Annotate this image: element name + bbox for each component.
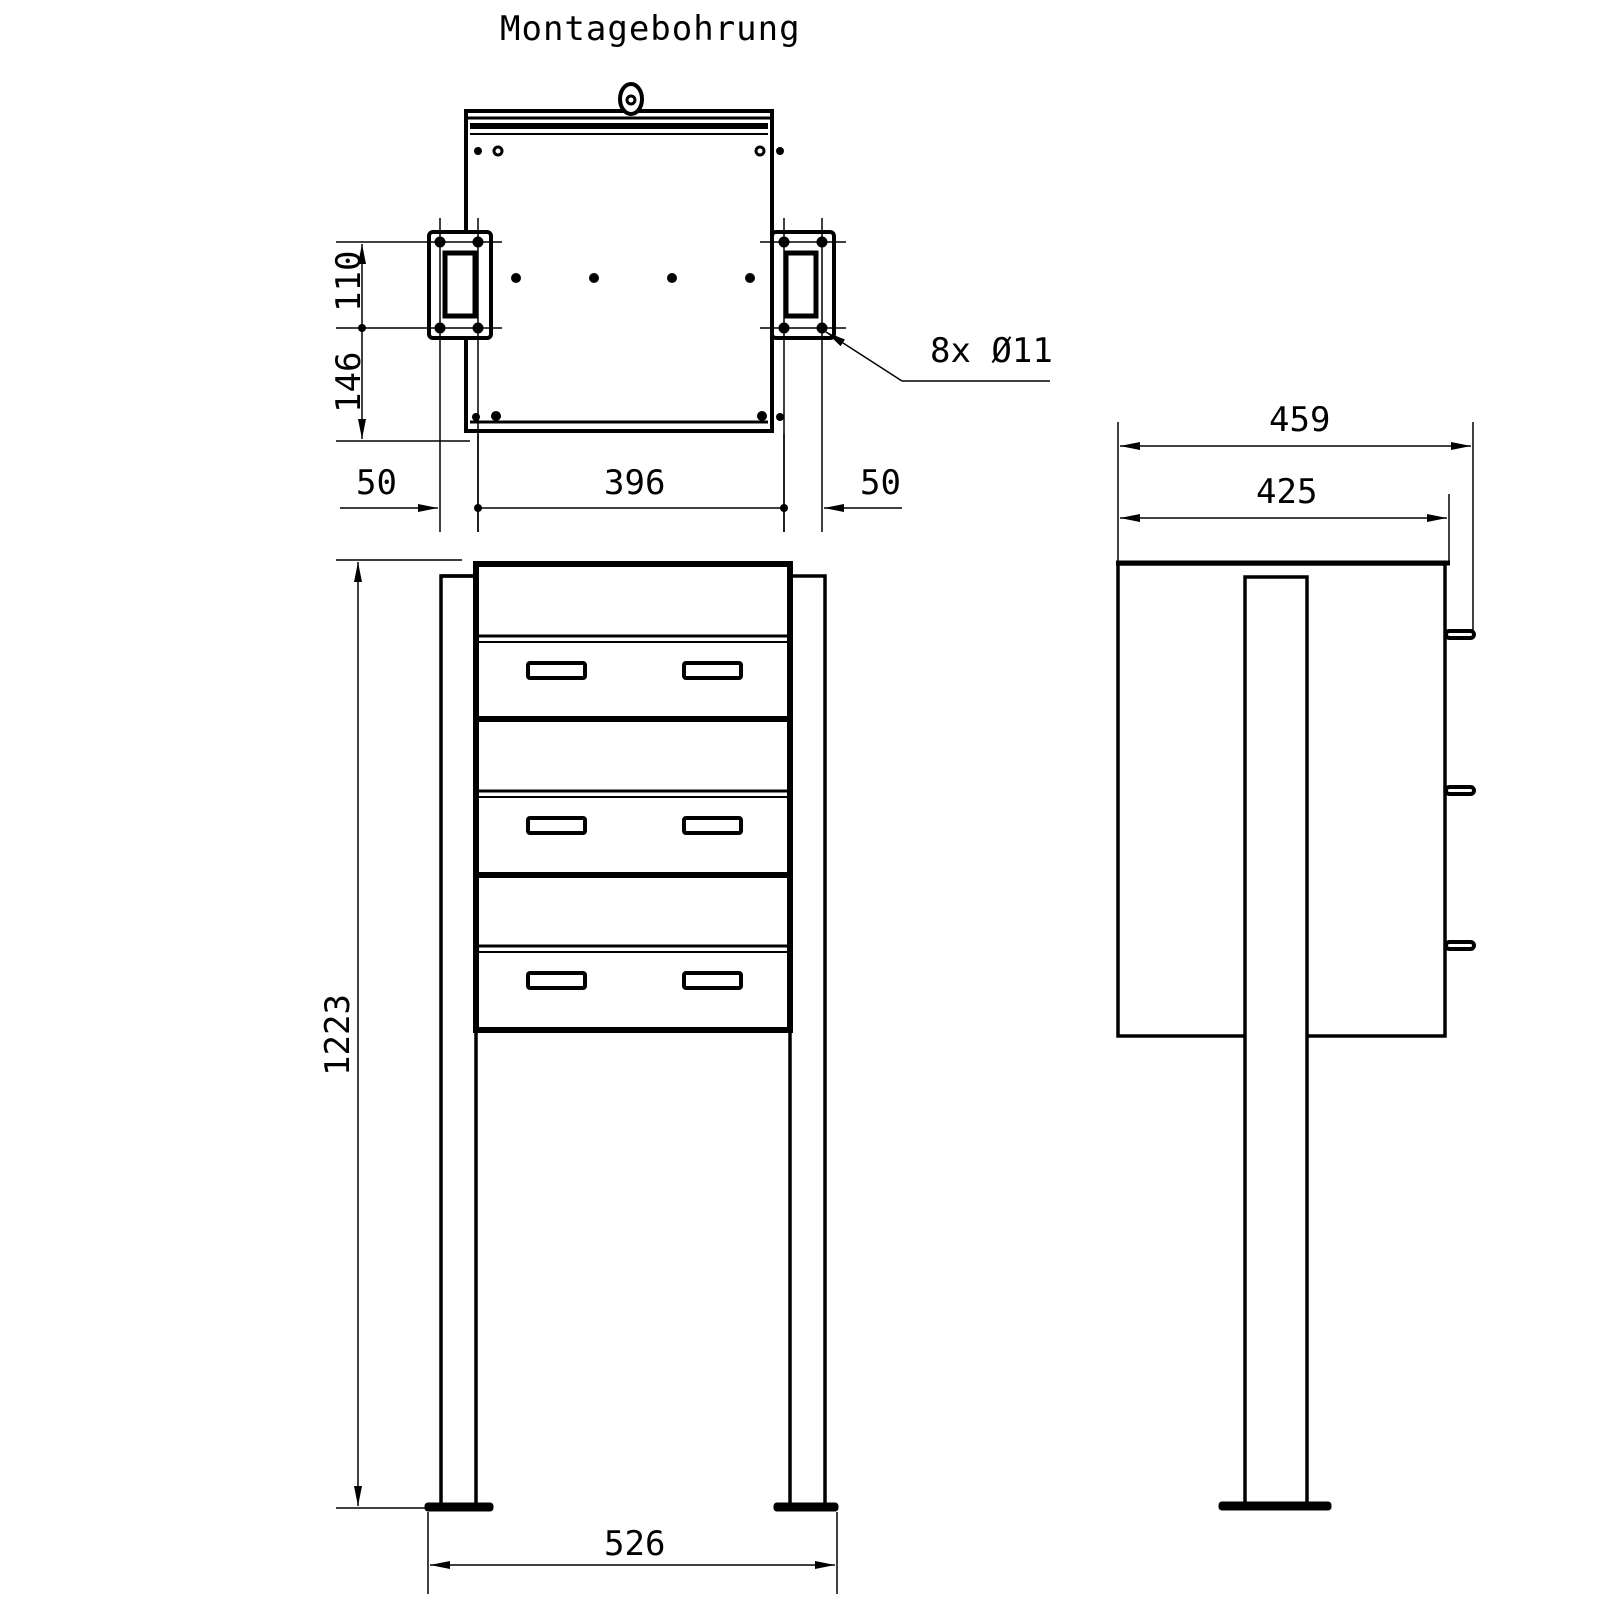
hinge-knobs (1444, 629, 1476, 951)
dim-110: 110 (329, 250, 369, 312)
dim-50-left: 50 (356, 463, 397, 503)
right-mounting-bracket (770, 218, 836, 532)
drawing-title: Montagebohrung (500, 9, 801, 49)
dim-526: 526 (604, 1524, 666, 1564)
left-mounting-bracket (427, 218, 493, 532)
mounting-hole-view (336, 82, 1050, 532)
dim-425: 425 (1256, 472, 1318, 512)
lock-icon (618, 82, 644, 116)
dim-396: 396 (604, 463, 666, 503)
side-view (1116, 422, 1476, 1511)
dim-459: 459 (1269, 400, 1331, 440)
front-view (336, 559, 839, 1594)
dim-50-right: 50 (860, 463, 901, 503)
name-plates (526, 661, 743, 990)
dim-146: 146 (329, 351, 369, 413)
dim-1223: 1223 (318, 994, 358, 1076)
hole-callout: 8x Ø11 (930, 331, 1053, 371)
